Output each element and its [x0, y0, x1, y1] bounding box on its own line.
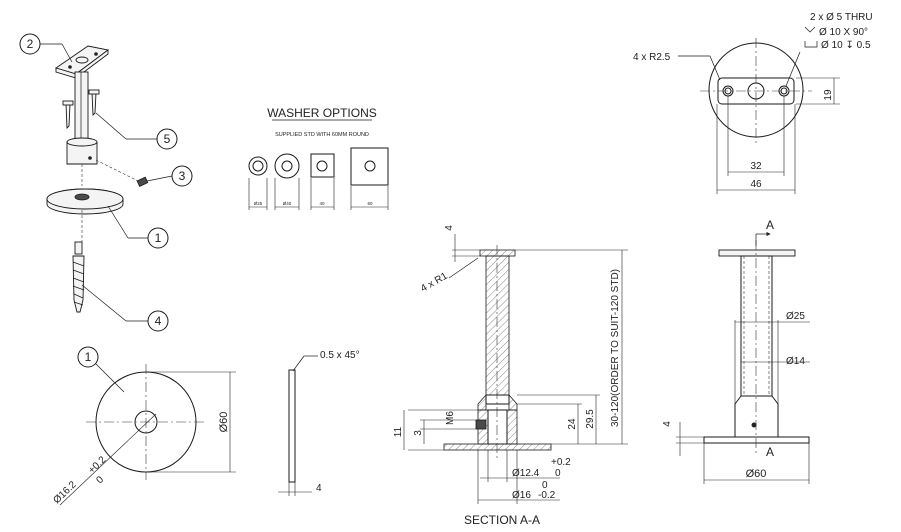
svg-text:SECTION A-A: SECTION A-A — [464, 513, 540, 527]
svg-text:3: 3 — [413, 430, 424, 436]
svg-text:0: 0 — [542, 480, 548, 491]
svg-text:4: 4 — [155, 314, 162, 328]
washer-options: WASHER OPTIONS SUPPLIED STD WITH 60MM RO… — [248, 106, 389, 210]
svg-text:4: 4 — [444, 225, 455, 231]
side-view: A A Ø25 Ø14 4 Ø60 — [662, 218, 810, 484]
svg-text:60: 60 — [367, 201, 373, 206]
svg-text:2 x Ø 5 THRU: 2 x Ø 5 THRU — [810, 12, 873, 23]
svg-text:Ø60: Ø60 — [218, 412, 230, 433]
svg-text:4 x R2.5: 4 x R2.5 — [633, 52, 671, 63]
svg-text:Ø12.4: Ø12.4 — [512, 468, 540, 479]
svg-text:WASHER OPTIONS: WASHER OPTIONS — [267, 106, 377, 120]
svg-text:Ø40: Ø40 — [283, 201, 292, 206]
svg-text:4: 4 — [316, 483, 322, 494]
svg-text:3: 3 — [179, 169, 186, 183]
svg-text:Ø25: Ø25 — [254, 201, 263, 206]
svg-text:40: 40 — [319, 201, 325, 206]
svg-text:19: 19 — [823, 89, 834, 101]
svg-text:0: 0 — [94, 474, 106, 486]
svg-text:5: 5 — [164, 132, 171, 146]
svg-text:A: A — [766, 218, 774, 232]
balloon-3: 3 — [146, 165, 193, 187]
svg-text:Ø60: Ø60 — [746, 468, 767, 480]
svg-text:-0.2: -0.2 — [538, 490, 556, 501]
svg-text:46: 46 — [750, 179, 762, 190]
svg-text:A: A — [766, 445, 774, 459]
svg-text:1: 1 — [85, 350, 92, 364]
svg-text:24: 24 — [567, 418, 578, 430]
svg-text:4 x R1: 4 x R1 — [419, 270, 450, 294]
washer-detail: 1 Ø60 +0.2 0 Ø16.2 4 0.5 x 45° — [51, 346, 360, 506]
svg-text:1: 1 — [155, 231, 162, 245]
svg-text:Ø14: Ø14 — [786, 356, 805, 367]
svg-text:M6: M6 — [445, 411, 456, 425]
balloon-4: 4 — [81, 284, 169, 332]
svg-text:0.5 x 45°: 0.5 x 45° — [320, 350, 360, 361]
exploded-assembly — [46, 45, 149, 313]
svg-text:Ø16: Ø16 — [512, 490, 531, 501]
svg-text:0: 0 — [555, 468, 561, 479]
top-view: 2 x Ø 5 THRU Ø 10 X 90° Ø 10 ↧ 0.5 4 x R… — [633, 12, 873, 194]
svg-text:Ø 10 X 90°: Ø 10 X 90° — [819, 27, 868, 38]
svg-text:11: 11 — [393, 426, 404, 437]
svg-text:Ø 10 ↧ 0.5: Ø 10 ↧ 0.5 — [821, 40, 871, 51]
svg-text:32: 32 — [750, 161, 762, 172]
svg-text:SUPPLIED STD WITH 60MM ROUND: SUPPLIED STD WITH 60MM ROUND — [275, 132, 369, 138]
svg-text:+0.2: +0.2 — [551, 457, 571, 468]
svg-text:30-120(ORDER TO SUIT-120 STD): 30-120(ORDER TO SUIT-120 STD) — [610, 269, 621, 427]
balloon-5: 5 — [95, 112, 178, 150]
svg-text:2: 2 — [27, 37, 34, 51]
svg-text:Ø25: Ø25 — [786, 311, 805, 322]
balloon-1-top: 1 — [107, 205, 169, 249]
section-a-a: 4 4 x R1 30-120(ORDER TO SUIT-120 STD) 2… — [393, 225, 628, 527]
svg-text:4: 4 — [662, 421, 673, 427]
svg-text:29.5: 29.5 — [585, 409, 596, 429]
svg-text:Ø16.2: Ø16.2 — [51, 479, 79, 506]
svg-text:+0.2: +0.2 — [86, 454, 108, 476]
balloon-2: 2 — [19, 33, 73, 63]
